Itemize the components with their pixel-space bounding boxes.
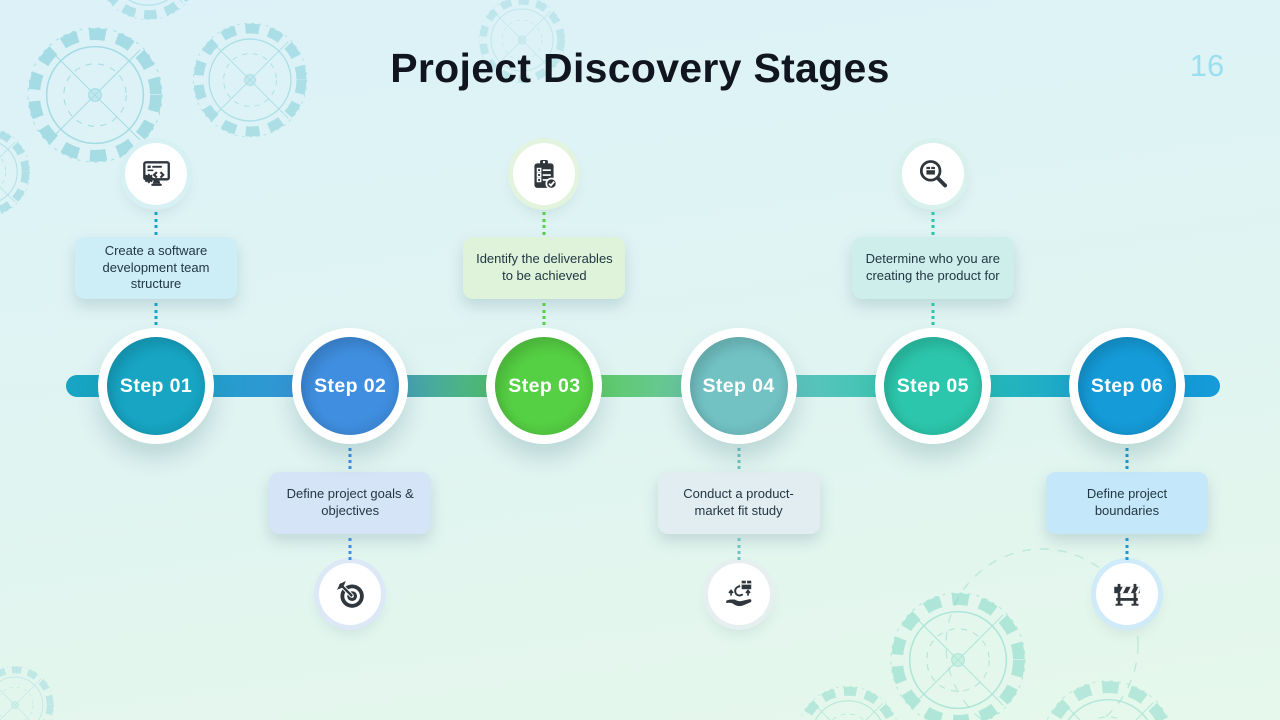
step-circle-inner: Step 04 bbox=[689, 337, 788, 435]
timeline-step: Define project goals & objectives Step 0… bbox=[253, 0, 447, 720]
dotted-connector bbox=[154, 212, 158, 235]
software-development-icon bbox=[139, 157, 173, 191]
step-label: Step 01 bbox=[119, 374, 193, 397]
dotted-connector bbox=[1125, 538, 1129, 560]
step-description-box: Define project boundaries bbox=[1046, 472, 1208, 534]
timeline-step: Conduct a product-market fit study Step … bbox=[642, 0, 836, 720]
step-description: Define project boundaries bbox=[1086, 486, 1168, 518]
dotted-connector bbox=[1125, 448, 1129, 469]
dotted-connector bbox=[931, 303, 935, 325]
step-description: Create a software development team struc… bbox=[102, 243, 210, 292]
step-icon-circle bbox=[707, 563, 770, 625]
step-circle: Step 04 bbox=[680, 328, 797, 444]
step-circle-inner: Step 05 bbox=[883, 337, 982, 435]
step-circle-inner: Step 01 bbox=[107, 337, 205, 435]
step-label: Step 05 bbox=[896, 374, 969, 397]
target-icon bbox=[333, 577, 367, 611]
timeline-step: Identify the deliverables to be achieved… bbox=[447, 0, 641, 720]
step-description: Conduct a product-market fit study bbox=[683, 486, 794, 518]
step-description-box: Determine who you are creating the produ… bbox=[851, 237, 1014, 299]
dotted-connector bbox=[348, 538, 352, 560]
step-circle: Step 05 bbox=[874, 328, 991, 444]
step-label: Step 04 bbox=[702, 374, 775, 397]
dotted-connector bbox=[348, 448, 352, 469]
step-label: Step 02 bbox=[314, 374, 387, 397]
page-title: Project Discovery Stages bbox=[390, 45, 890, 91]
page-number: 16 bbox=[1189, 48, 1225, 83]
step-icon-circle bbox=[125, 143, 187, 205]
clipboard-checklist-icon bbox=[527, 157, 561, 191]
step-circle: Step 03 bbox=[486, 328, 603, 444]
barrier-icon bbox=[1110, 577, 1144, 611]
product-search-icon bbox=[916, 157, 950, 191]
step-circle: Step 02 bbox=[292, 328, 409, 444]
step-icon-circle bbox=[319, 563, 382, 625]
step-label: Step 03 bbox=[508, 374, 581, 397]
step-circle: Step 01 bbox=[98, 328, 214, 444]
step-description-box: Identify the deliverables to be achieved bbox=[463, 237, 626, 299]
dotted-connector bbox=[542, 212, 546, 235]
step-circle: Step 06 bbox=[1069, 328, 1185, 444]
step-icon-circle bbox=[1096, 563, 1158, 625]
step-circle-inner: Step 02 bbox=[301, 337, 400, 435]
step-icon-circle bbox=[513, 143, 576, 205]
step-label: Step 06 bbox=[1090, 374, 1164, 397]
step-description-box: Create a software development team struc… bbox=[75, 237, 237, 299]
step-description: Identify the deliverables to be achieved bbox=[476, 251, 613, 283]
step-description-box: Conduct a product-market fit study bbox=[657, 472, 820, 534]
dotted-connector bbox=[154, 303, 158, 325]
step-description: Define project goals & objectives bbox=[286, 486, 414, 518]
step-circle-inner: Step 06 bbox=[1078, 337, 1176, 435]
dotted-connector bbox=[931, 212, 935, 235]
dotted-connector bbox=[737, 448, 741, 469]
dotted-connector bbox=[737, 538, 741, 560]
timeline-step: Create a software development team struc… bbox=[59, 0, 253, 720]
timeline-step: Determine who you are creating the produ… bbox=[836, 0, 1030, 720]
product-market-icon bbox=[722, 577, 756, 611]
step-icon-circle bbox=[901, 143, 964, 205]
dotted-connector bbox=[542, 303, 546, 325]
timeline-step: Define project boundaries Step 06 bbox=[1030, 0, 1224, 720]
step-description: Determine who you are creating the produ… bbox=[865, 251, 1000, 283]
step-circle-inner: Step 03 bbox=[495, 337, 594, 435]
step-description-box: Define project goals & objectives bbox=[269, 472, 432, 534]
